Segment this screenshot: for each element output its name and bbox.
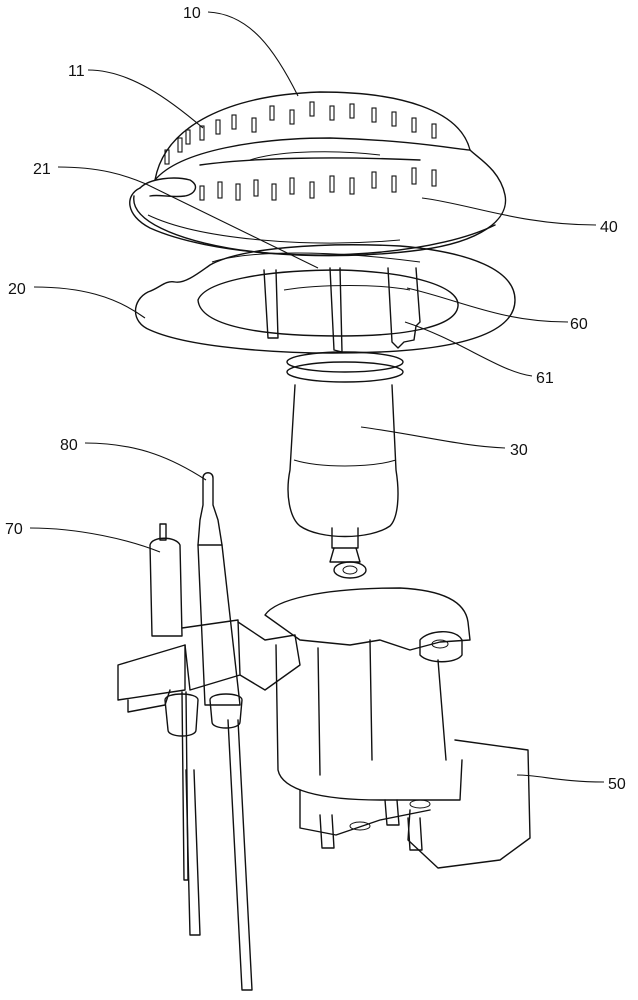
- label-50: 50: [608, 776, 626, 793]
- leader-40: [421, 197, 597, 226]
- thermocouple-70: [149, 523, 201, 936]
- divider-slots: [199, 167, 437, 201]
- label-60: 60: [570, 316, 588, 333]
- leader-20: [33, 286, 146, 319]
- label-10: 10: [183, 5, 201, 22]
- leader-50: [516, 774, 605, 783]
- leader-30: [360, 426, 506, 449]
- label-21: 21: [33, 161, 51, 178]
- label-40: 40: [600, 219, 618, 236]
- base-plate-20: [134, 244, 516, 354]
- leader-lines: [29, 11, 605, 783]
- valve-body-50: [264, 587, 531, 869]
- flame-divider-40: [129, 149, 507, 257]
- leader-70: [29, 527, 161, 553]
- label-70: 70: [5, 521, 23, 538]
- leader-61: [404, 321, 533, 377]
- label-30: 30: [510, 442, 528, 459]
- label-61: 61: [536, 370, 554, 387]
- reference-labels: 10 11 21 40 20 60 61 30 80 70 50: [5, 5, 626, 793]
- support-posts-60: [263, 267, 421, 353]
- leader-11: [87, 69, 204, 129]
- cap-slots: [164, 101, 437, 165]
- mixing-tube-30: [286, 351, 404, 579]
- burner-cap-10: [154, 91, 471, 181]
- electrode-bracket: [117, 619, 301, 737]
- ignition-electrode-80: [197, 472, 253, 991]
- label-80: 80: [60, 437, 78, 454]
- label-11: 11: [68, 63, 85, 80]
- label-20: 20: [8, 281, 26, 298]
- leader-80: [84, 442, 207, 481]
- leader-21: [57, 166, 319, 269]
- leader-10: [207, 11, 299, 97]
- leader-60: [406, 287, 569, 323]
